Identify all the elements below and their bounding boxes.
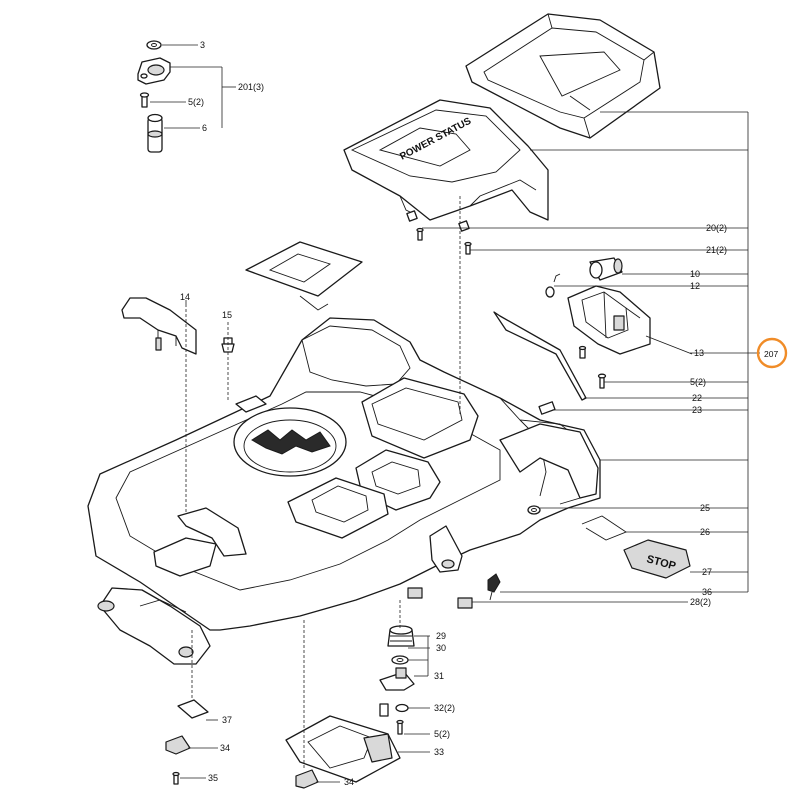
callout-33: 33	[434, 747, 444, 757]
hatch-lid	[245, 241, 363, 311]
callout-13: 13	[694, 348, 704, 358]
callout-30: 30	[436, 643, 446, 653]
callout-31: 31	[434, 671, 444, 681]
callout-32: 32(2)	[434, 703, 455, 713]
callout-leaders	[150, 44, 760, 783]
control-housing: POWER STATUS	[343, 99, 549, 255]
callout-23: 23	[692, 405, 702, 415]
callout-3: 3	[200, 40, 205, 50]
top-cover	[465, 13, 661, 139]
callout-12: 12	[690, 281, 700, 291]
right-assembly	[493, 257, 693, 415]
callout-14: 14	[180, 292, 190, 302]
lower-center-parts	[285, 625, 415, 783]
callout-6: 6	[202, 123, 207, 133]
callout-20: 20(2)	[706, 223, 727, 233]
callout-34-left: 34	[220, 743, 230, 753]
assembly-leaders	[185, 196, 461, 770]
callout-29: 29	[436, 631, 446, 641]
callout-21: 21(2)	[706, 245, 727, 255]
callout-26: 26	[700, 527, 710, 537]
callout-5-top: 5(2)	[188, 97, 204, 107]
callout-22: 22	[692, 393, 702, 403]
callout-15: 15	[222, 310, 232, 320]
callout-37: 37	[222, 715, 232, 725]
right-small-parts: STOP	[407, 505, 691, 609]
callout-25: 25	[700, 503, 710, 513]
callout-207: 207	[764, 349, 778, 359]
main-body-chassis	[87, 317, 601, 665]
callout-27: 27	[702, 567, 712, 577]
callout-10: 10	[690, 269, 700, 279]
highlight-circle-207	[756, 337, 788, 369]
fender-piece	[121, 297, 197, 355]
callout-36: 36	[702, 587, 712, 597]
callout-5-bottom: 5(2)	[434, 729, 450, 739]
callout-28: 28(2)	[690, 597, 711, 607]
callout-5-right: 5(2)	[690, 377, 706, 387]
callout-201: 201(3)	[238, 82, 264, 92]
callout-labels: 3 201(3) 5(2) 6 20(2) 21(2) 10 12 14 15 …	[180, 40, 778, 787]
callout-35: 35	[208, 773, 218, 783]
hub-assembly	[137, 40, 171, 153]
callout-34-right: 34	[344, 777, 354, 787]
lower-left-parts	[165, 699, 319, 789]
